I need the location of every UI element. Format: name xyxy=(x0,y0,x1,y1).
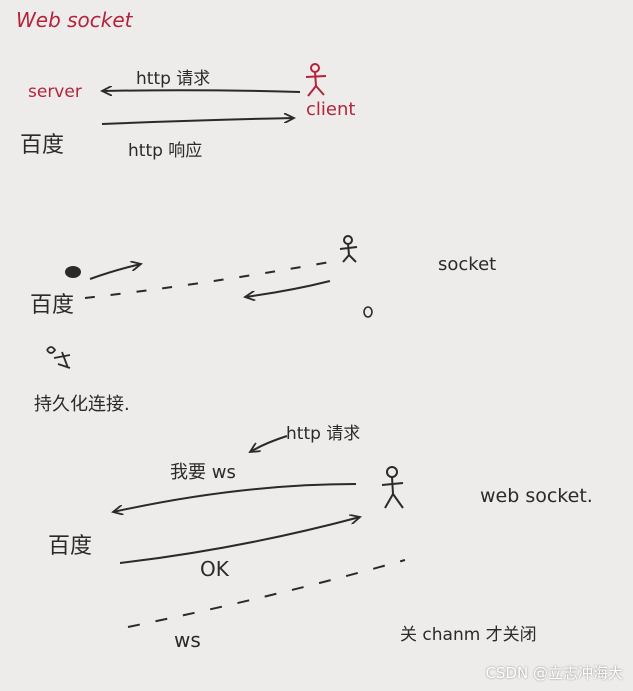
ws-client-stick-figure-icon xyxy=(381,466,404,509)
scribble-note-mark xyxy=(46,346,71,369)
http-request-label: http 请求 xyxy=(136,69,211,89)
persistent-connection-note: 持久化连接. xyxy=(34,394,130,415)
socket-note-label: socket xyxy=(438,254,497,275)
ws-request-label: 我要 ws xyxy=(170,462,236,483)
socket-push-arrow xyxy=(89,264,141,280)
ws-label: ws xyxy=(174,628,201,652)
http-response-label: http 响应 xyxy=(128,141,203,161)
small-circle-doodle xyxy=(363,306,373,318)
ws-connection-dashes xyxy=(127,559,406,628)
socket-reply-arrow xyxy=(245,280,331,297)
ws-server-name-baidu: 百度 xyxy=(48,534,93,559)
client-stick-figure-icon xyxy=(305,63,327,97)
response-arrow xyxy=(101,118,294,125)
watermark-text: CSDN @立志冲海大 xyxy=(485,664,623,682)
server-label: server xyxy=(28,82,82,102)
socket-server-name-baidu: 百度 xyxy=(30,293,75,318)
http-request-pointer-arrow xyxy=(250,435,288,452)
ok-response-arrow xyxy=(119,517,360,564)
close-chrome-note: 关 chanm 才关闭 xyxy=(400,625,537,645)
request-arrow xyxy=(102,90,301,92)
persistent-connection-dashes xyxy=(84,261,331,299)
web-socket-note-label: web socket. xyxy=(480,485,593,507)
server-name-baidu: 百度 xyxy=(20,133,65,158)
page-title: Web socket xyxy=(16,8,133,32)
ws-http-request-label: http 请求 xyxy=(286,424,361,444)
client-label: client xyxy=(306,99,356,120)
ws-upgrade-arrow xyxy=(113,483,357,512)
ok-label: OK xyxy=(200,557,229,581)
scribble-mark xyxy=(65,266,81,278)
socket-client-stick-figure-icon xyxy=(339,235,358,263)
